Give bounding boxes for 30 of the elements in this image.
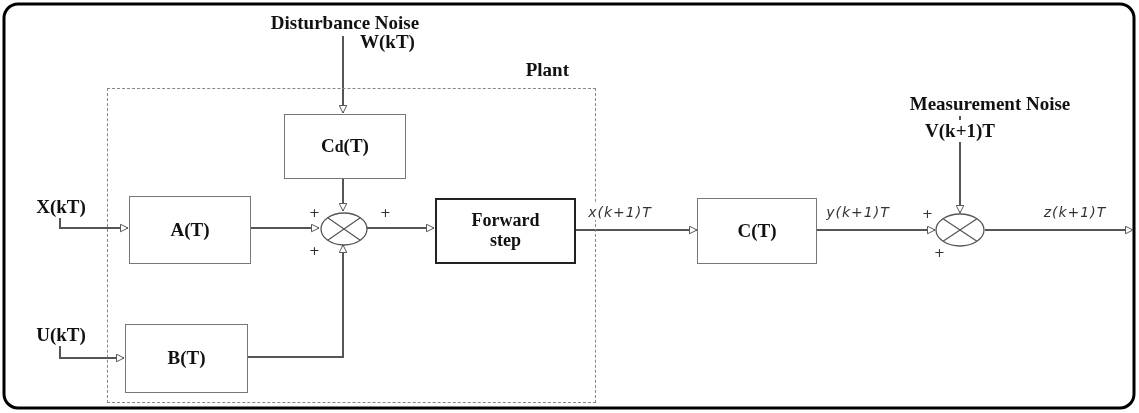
sign-label: +: [309, 243, 320, 258]
edge-label: z(k+1)T: [1042, 204, 1108, 220]
input-label: U(kT): [24, 324, 98, 346]
arrow: [246, 244, 348, 358]
sign-label: +: [309, 205, 320, 220]
arrow: [338, 177, 348, 212]
edge-label: V(k+1)T: [925, 120, 995, 142]
noise-label: Measurement Noise: [870, 92, 1110, 116]
sign-label: +: [922, 206, 933, 221]
arrow: [984, 225, 1134, 235]
input-label: X(kT): [24, 196, 98, 218]
arrow: [816, 225, 936, 235]
arrow: [574, 225, 698, 235]
edge-label: y(k+1)T: [825, 204, 891, 220]
group-title: Plant: [525, 60, 569, 81]
summing-junction: [320, 212, 368, 246]
edge-label: x(k+1)T: [587, 204, 653, 220]
sign-label: +: [380, 205, 391, 220]
block: C(T): [697, 198, 817, 264]
arrow: [59, 345, 125, 363]
arrow: [338, 35, 348, 114]
edge-label: W(kT): [360, 31, 415, 53]
block: Forward step: [435, 198, 576, 264]
block: B(T): [125, 324, 248, 393]
sign-label: +: [934, 245, 945, 260]
summing-junction: [935, 213, 985, 247]
block: A(T): [129, 196, 251, 264]
arrow: [59, 217, 129, 233]
arrow: [366, 223, 435, 233]
arrow: [249, 223, 320, 233]
